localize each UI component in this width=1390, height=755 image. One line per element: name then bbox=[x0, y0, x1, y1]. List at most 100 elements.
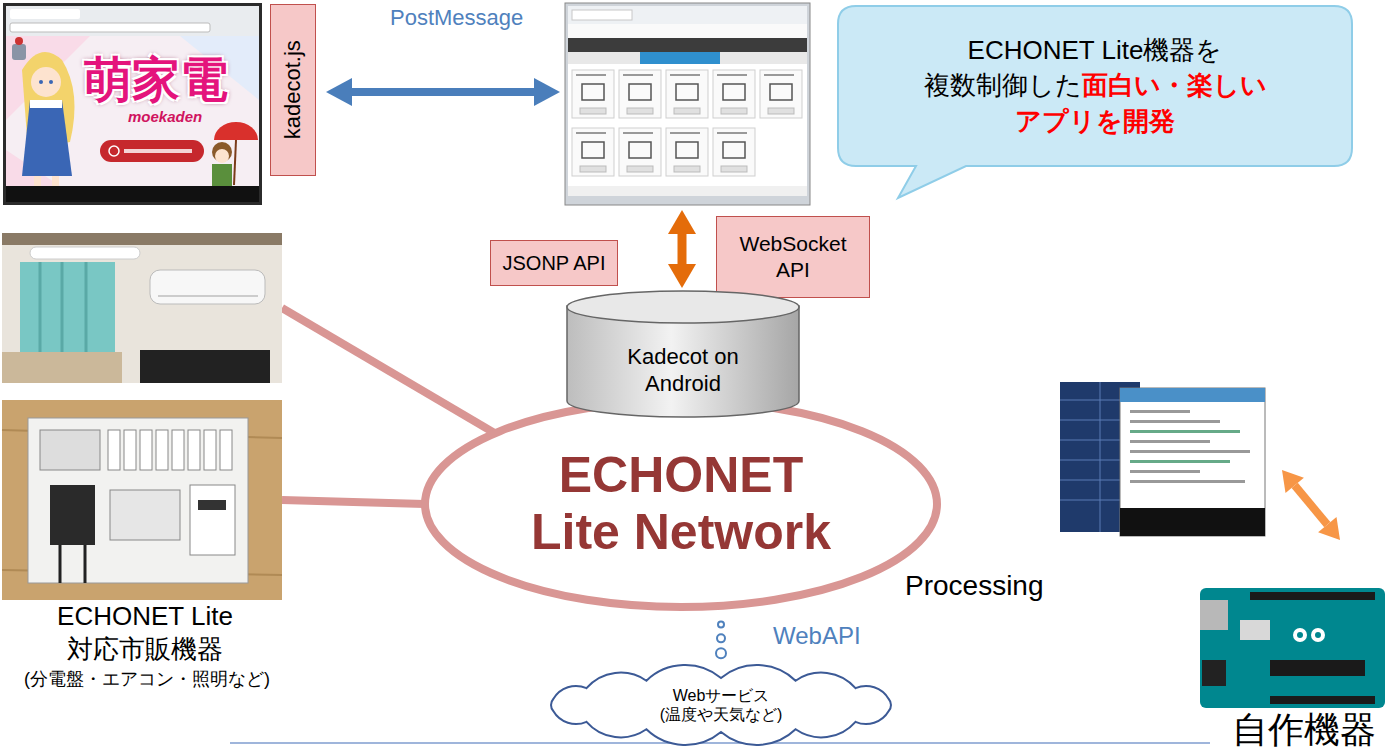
breaker-panel-photo bbox=[172, 430, 184, 470]
web-app-screenshot bbox=[10, 9, 80, 19]
text-line: アプリを開発 bbox=[1015, 104, 1175, 139]
connector-dot bbox=[716, 648, 726, 658]
logo-subtext: moekaden bbox=[128, 108, 202, 127]
room-photo bbox=[2, 352, 122, 383]
connector-dot bbox=[718, 622, 724, 628]
breaker-panel-photo bbox=[110, 490, 180, 540]
arduino-board bbox=[1202, 660, 1226, 686]
postmessage-arrow bbox=[350, 88, 536, 96]
processing-screenshot bbox=[1130, 440, 1210, 443]
text-line: ECHONET Lite Network bbox=[511, 447, 851, 562]
text-line: kadecot.js bbox=[243, 76, 342, 104]
device-page-screenshot bbox=[666, 70, 708, 118]
arduino-board bbox=[1200, 588, 1385, 708]
web-app-screenshot bbox=[124, 149, 192, 153]
tool-label: Processing bbox=[905, 568, 1044, 603]
breaker-panel-photo bbox=[108, 430, 120, 470]
device-page-screenshot bbox=[568, 24, 807, 38]
room-photo bbox=[30, 247, 140, 259]
web-app-screenshot bbox=[3, 3, 262, 205]
arduino-board bbox=[1200, 600, 1228, 630]
web-app-screenshot bbox=[6, 186, 259, 202]
web-app-screenshot bbox=[52, 176, 59, 186]
text-area: Kadecot on Android bbox=[565, 290, 801, 418]
room-photo bbox=[140, 350, 270, 383]
device-page-screenshot bbox=[713, 70, 755, 118]
breaker-panel-photo bbox=[28, 418, 248, 583]
text-area: ECHONET Lite機器を複数制御した面白い・楽しいアプリを開発 bbox=[836, 4, 1354, 168]
processing-screenshot bbox=[1130, 420, 1220, 423]
processing-screenshot bbox=[1060, 382, 1265, 536]
serial-arrow bbox=[1282, 470, 1304, 493]
breaker-panel-photo bbox=[140, 430, 152, 470]
arduino-board bbox=[1270, 696, 1375, 704]
web-app-screenshot bbox=[234, 140, 236, 185]
text-line: 複数制御した面白い・楽しい bbox=[924, 68, 1267, 103]
device-page-screenshot bbox=[568, 186, 807, 196]
slide-rule bbox=[230, 742, 1210, 744]
text-line: WebSocket API bbox=[728, 231, 858, 284]
serial-arrow bbox=[1318, 517, 1340, 540]
node-text: ECHONET Lite Network bbox=[511, 447, 851, 562]
text-line: Webサービス (温度や天気など) bbox=[651, 686, 791, 724]
web-app-screenshot bbox=[30, 100, 62, 108]
cylinder-top bbox=[567, 291, 799, 323]
device-page-screenshot bbox=[666, 128, 708, 176]
web-app-screenshot bbox=[100, 140, 204, 162]
breaker-panel-photo bbox=[50, 485, 95, 545]
protocol-label: PostMessage bbox=[390, 4, 523, 32]
text-line: ECHONET Lite機器を bbox=[968, 33, 1223, 68]
node-text: 面白い・楽しい bbox=[1082, 70, 1267, 100]
breaker-panel-photo bbox=[204, 430, 216, 470]
web-app-screenshot bbox=[39, 80, 43, 84]
postmessage-arrow bbox=[534, 78, 560, 106]
api-arrow bbox=[668, 264, 696, 288]
room-photo bbox=[158, 295, 258, 297]
room-photo bbox=[39, 262, 42, 352]
arduino-board bbox=[1293, 628, 1307, 642]
network-ellipse: ECHONET Lite Network bbox=[420, 396, 942, 612]
room-photo bbox=[2, 233, 282, 383]
text-area: JSONP API bbox=[491, 241, 617, 285]
api-box: WebSocket API bbox=[716, 216, 870, 298]
processing-screenshot bbox=[1120, 388, 1265, 402]
api-arrow bbox=[668, 210, 696, 288]
web-app-screenshot bbox=[10, 23, 210, 32]
node-text: ECHONET Lite機器を bbox=[968, 35, 1223, 65]
device-page-screenshot bbox=[568, 64, 807, 196]
processing-screenshot bbox=[1130, 430, 1240, 433]
arduino-board bbox=[1250, 592, 1375, 600]
processing-screenshot bbox=[1130, 410, 1190, 413]
node-text: WebSocket API bbox=[728, 231, 858, 284]
api-box: JSONP API bbox=[490, 240, 618, 286]
room-photo bbox=[85, 262, 88, 352]
device-label: 自作機器 bbox=[1232, 710, 1376, 750]
text-area: WebSocket API bbox=[717, 217, 869, 297]
breaker-panel-photo bbox=[2, 400, 282, 600]
breaker-panel-photo bbox=[124, 430, 136, 470]
device-page-screenshot bbox=[568, 52, 807, 64]
database-cylinder: Kadecot on Android bbox=[565, 290, 801, 418]
node-text: 複数制御した bbox=[924, 70, 1082, 100]
device-page-screenshot bbox=[640, 52, 720, 64]
arduino-board bbox=[1270, 660, 1365, 676]
arduino-board bbox=[1311, 628, 1325, 642]
device-page-screenshot bbox=[568, 6, 807, 24]
cloud-service-outline bbox=[535, 660, 907, 750]
processing-screenshot bbox=[1130, 480, 1245, 483]
breaker-panel-photo bbox=[84, 545, 87, 583]
network-wire bbox=[282, 308, 520, 448]
processing-screenshot bbox=[1130, 470, 1200, 473]
api-arrow bbox=[678, 230, 687, 268]
web-app-screenshot bbox=[31, 67, 61, 97]
web-app-screenshot bbox=[34, 176, 41, 186]
node-text: JSONP API bbox=[502, 252, 605, 274]
web-app-screenshot bbox=[212, 142, 232, 162]
room-photo bbox=[61, 262, 64, 352]
text-area: kadecot.js bbox=[271, 5, 315, 175]
processing-screenshot bbox=[1130, 460, 1230, 463]
ellipse-outline bbox=[425, 401, 937, 607]
processing-screenshot bbox=[1120, 508, 1265, 536]
device-page-screenshot bbox=[572, 70, 614, 118]
arduino-board bbox=[1240, 620, 1270, 640]
